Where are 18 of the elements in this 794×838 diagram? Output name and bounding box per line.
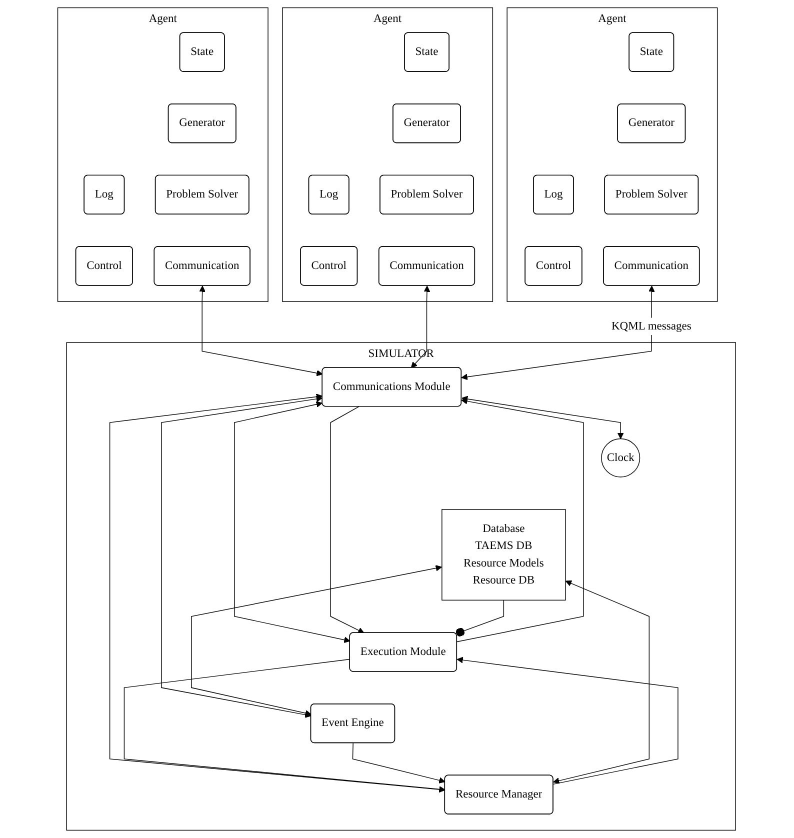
arrow [462, 396, 624, 439]
arrow [411, 286, 430, 368]
node-box: Database TAEMS DB Resource Models Resource DB [442, 509, 566, 601]
arrow [330, 406, 365, 634]
arrow [457, 656, 679, 785]
arrow [456, 398, 584, 642]
arrow [352, 742, 446, 784]
node-circle: Clock [601, 438, 640, 478]
edge-label: KQML messages [612, 320, 692, 332]
arrow [553, 580, 650, 784]
arrow [191, 565, 442, 716]
arrow [462, 286, 656, 380]
arrow [234, 401, 351, 643]
arrow [110, 394, 446, 793]
arrow [161, 396, 323, 718]
arrow [124, 658, 446, 792]
connector [456, 600, 504, 637]
arrow [199, 286, 324, 376]
